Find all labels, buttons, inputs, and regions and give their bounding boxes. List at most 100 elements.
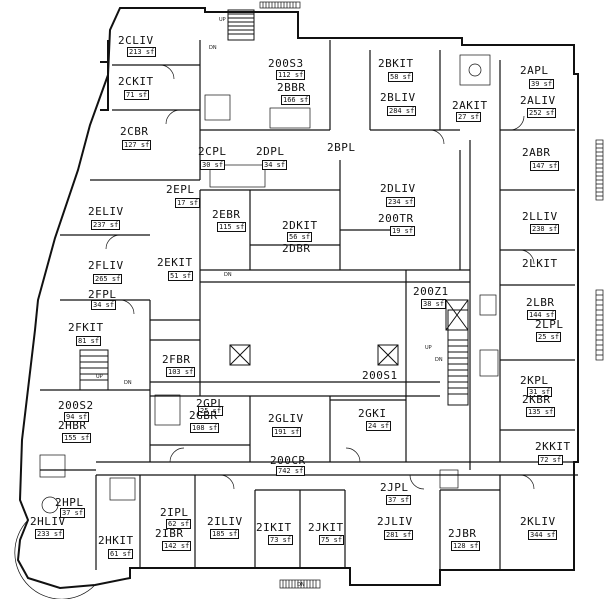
room-label-2ebr: 2EBR bbox=[212, 208, 241, 221]
room-label-2kpl: 2KPL bbox=[520, 374, 549, 387]
room-label-2dliv: 2DLIV bbox=[380, 182, 416, 195]
room-label-2epl: 2EPL bbox=[166, 183, 195, 196]
room-label-2bbr: 2BBR bbox=[277, 81, 306, 94]
room-label-200s1: 200S1 bbox=[362, 369, 398, 382]
room-label-2ikit: 2IKIT bbox=[256, 521, 292, 534]
room-label-2lkit: 2LKIT bbox=[522, 257, 558, 270]
radiator-north bbox=[259, 1, 301, 9]
room-area-2fbr: 103 sf bbox=[166, 367, 196, 377]
room-label-2gpl: 2GPL bbox=[196, 397, 225, 410]
room-area-200cr: 742 sf bbox=[276, 466, 306, 476]
room-area-2kpl: 31 sf bbox=[527, 387, 553, 397]
room-label-2gki: 2GKI bbox=[358, 407, 387, 420]
room-area-2abr: 147 sf bbox=[530, 161, 560, 171]
room-area-200s2: 94 sf bbox=[64, 412, 90, 422]
stair-west bbox=[79, 349, 109, 391]
room-label-2abr: 2ABR bbox=[522, 146, 551, 159]
room-label-200tr: 200TR bbox=[378, 212, 414, 225]
room-label-2fkit: 2FKIT bbox=[68, 321, 104, 334]
room-label-2lpl: 2LPL bbox=[535, 318, 564, 331]
stair-direction-label: DN bbox=[435, 357, 443, 363]
room-area-2dkit: 56 sf bbox=[287, 232, 313, 242]
room-area-2lpl: 25 sf bbox=[536, 332, 562, 342]
room-area-200tr: 19 sf bbox=[390, 226, 416, 236]
room-label-2iliv: 2ILIV bbox=[207, 515, 243, 528]
room-label-2hpl: 2HPL bbox=[55, 496, 84, 509]
stair-direction-label: DN bbox=[209, 45, 217, 51]
room-label-2ckit: 2CKIT bbox=[118, 75, 154, 88]
room-area-2cbr: 127 sf bbox=[122, 140, 152, 150]
room-label-2jkit: 2JKIT bbox=[308, 521, 344, 534]
room-label-2bkit: 2BKIT bbox=[378, 57, 414, 70]
room-label-2kbr: 2KBR bbox=[522, 393, 551, 406]
room-area-2bkit: 58 sf bbox=[388, 72, 414, 82]
room-label-2aliv: 2ALIV bbox=[520, 94, 556, 107]
elevator-shaft bbox=[445, 299, 469, 331]
stair-north bbox=[227, 9, 255, 41]
room-area-2jkit: 75 sf bbox=[319, 535, 345, 545]
room-label-200z1: 200Z1 bbox=[413, 285, 449, 298]
room-area-2ibr: 142 sf bbox=[162, 541, 192, 551]
stair-direction-label: UP bbox=[96, 374, 103, 380]
stair-direction-label: DN bbox=[224, 272, 232, 278]
room-label-2fbr: 2FBR bbox=[162, 353, 191, 366]
room-area-2ikit: 73 sf bbox=[268, 535, 294, 545]
room-label-200s2: 200S2 bbox=[58, 399, 94, 412]
room-label-2ekit: 2EKIT bbox=[157, 256, 193, 269]
room-label-2gbr: 2GBR bbox=[189, 409, 218, 422]
room-area-2bbr: 166 sf bbox=[281, 95, 311, 105]
room-area-2hkit: 61 sf bbox=[108, 549, 134, 559]
room-area-2hpl: 37 sf bbox=[60, 508, 86, 518]
room-area-2eliv: 237 sf bbox=[91, 220, 121, 230]
room-area-2jbr: 128 sf bbox=[451, 541, 481, 551]
stair-direction-label: DN bbox=[124, 380, 132, 386]
room-area-2gliv: 191 sf bbox=[272, 427, 302, 437]
room-area-2gki: 24 sf bbox=[366, 421, 392, 431]
room-label-2lbr: 2LBR bbox=[526, 296, 555, 309]
stair-direction-label: UP bbox=[219, 17, 226, 23]
room-area-2bliv: 284 sf bbox=[387, 106, 417, 116]
room-area-2dpl: 34 sf bbox=[262, 160, 288, 170]
room-area-2ekit: 51 sf bbox=[168, 271, 194, 281]
room-area-2jliv: 281 sf bbox=[384, 530, 414, 540]
room-area-2dliv: 234 sf bbox=[386, 197, 416, 207]
room-label-200cr: 200CR bbox=[270, 454, 306, 467]
stair-direction-label: UP bbox=[425, 345, 432, 351]
room-label-200s3: 200S3 bbox=[268, 57, 304, 70]
room-label-2lliv: 2LLIV bbox=[522, 210, 558, 223]
room-area-2lbr: 144 sf bbox=[527, 310, 557, 320]
room-area-2kliv: 344 sf bbox=[528, 530, 558, 540]
room-area-2cliv: 213 sf bbox=[127, 47, 157, 57]
room-area-2hbr: 155 sf bbox=[62, 433, 92, 443]
room-area-2lliv: 238 sf bbox=[530, 224, 560, 234]
room-area-2epl: 17 sf bbox=[175, 198, 201, 208]
room-label-2ipl: 2IPL bbox=[160, 506, 189, 519]
room-area-2ebr: 115 sf bbox=[217, 222, 247, 232]
stair-direction-label: DN bbox=[297, 582, 305, 588]
radiator-south bbox=[279, 579, 321, 589]
room-label-2kkit: 2KKIT bbox=[535, 440, 571, 453]
room-label-2cpl: 2CPL bbox=[198, 145, 227, 158]
room-area-2ipl: 62 sf bbox=[166, 519, 192, 529]
room-area-2kbr: 135 sf bbox=[526, 407, 556, 417]
room-label-2akit: 2AKIT bbox=[452, 99, 488, 112]
room-area-2fkit: 81 sf bbox=[76, 336, 102, 346]
radiator-east-1 bbox=[595, 139, 604, 201]
room-area-200s3: 112 sf bbox=[276, 70, 306, 80]
room-area-2fliv: 265 sf bbox=[93, 274, 123, 284]
room-label-2apl: 2APL bbox=[520, 64, 549, 77]
room-label-2dbr: 2DBR bbox=[282, 242, 311, 255]
room-label-2gliv: 2GLIV bbox=[268, 412, 304, 425]
room-label-2bpl: 2BPL bbox=[327, 141, 356, 154]
room-area-2aliv: 252 sf bbox=[527, 108, 557, 118]
room-area-2fpl: 34 sf bbox=[91, 300, 117, 310]
room-label-2fpl: 2FPL bbox=[88, 288, 117, 301]
room-label-2cbr: 2CBR bbox=[120, 125, 149, 138]
room-label-2bliv: 2BLIV bbox=[380, 91, 416, 104]
room-area-2gbr: 108 sf bbox=[190, 423, 220, 433]
room-label-2hliv: 2HLIV bbox=[30, 515, 66, 528]
room-area-2akit: 27 sf bbox=[456, 112, 482, 122]
room-area-200z1: 38 sf bbox=[421, 299, 447, 309]
room-area-2hliv: 233 sf bbox=[35, 529, 65, 539]
room-area-2cpl: 30 sf bbox=[200, 160, 226, 170]
